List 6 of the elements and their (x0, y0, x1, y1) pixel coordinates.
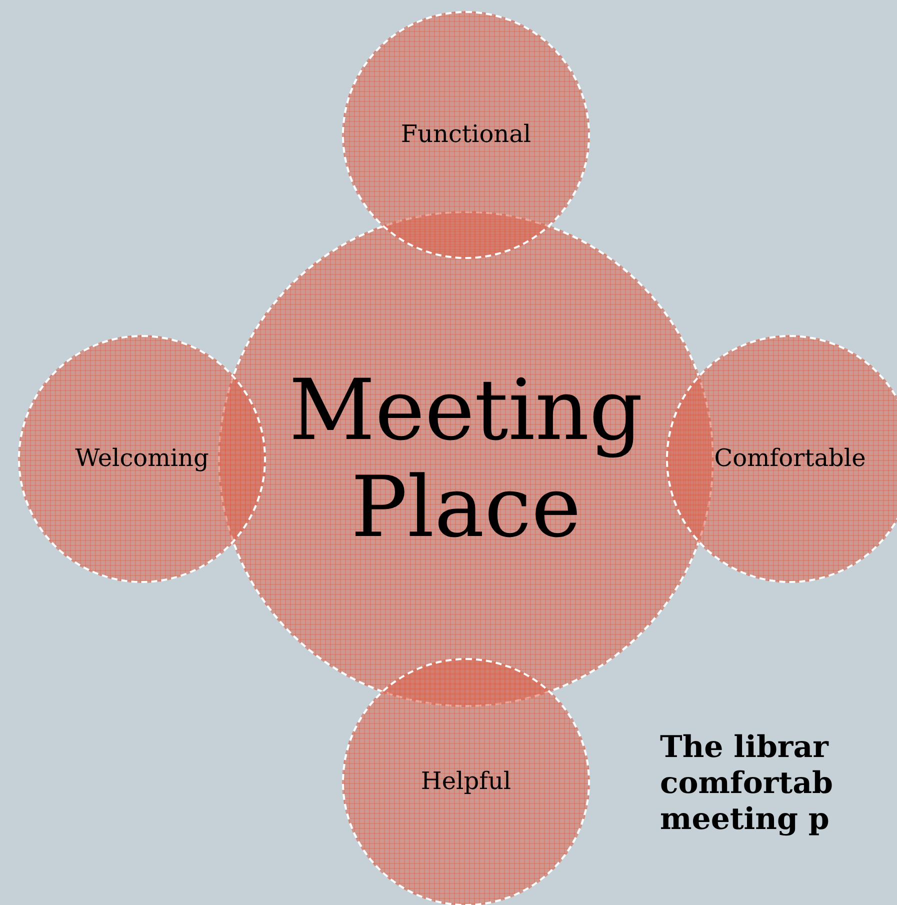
circle-label: Meeting Place (288, 362, 644, 556)
circle-label: Functional (400, 121, 532, 149)
circle-label: Welcoming (75, 445, 209, 473)
circle-label: Helpful (420, 768, 512, 796)
circle-label: Comfortable (714, 445, 866, 473)
note-text: The librar comfortab meeting p (660, 730, 834, 838)
